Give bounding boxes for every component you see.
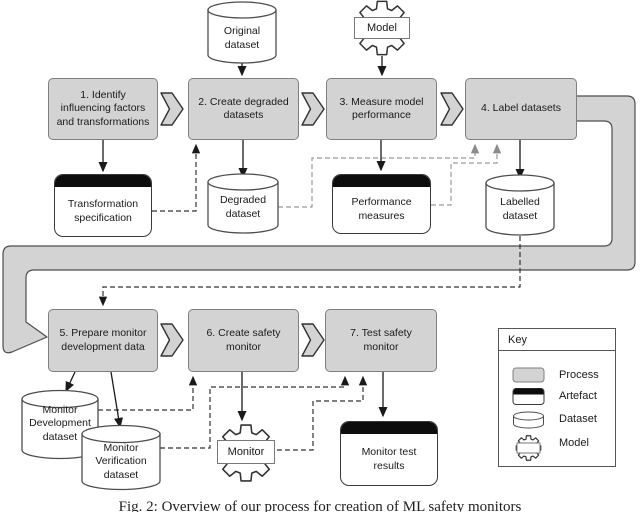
artefact-label: Performance measures (351, 196, 412, 222)
artefact-transformation-specification: Transformation specification (54, 174, 152, 237)
model-tag: Model (354, 17, 410, 39)
dashed-labelled-dataset-to-p5 (98, 236, 521, 307)
flow-pipe-4-to-5 (2, 95, 636, 354)
artefact-monitor-test-results: Monitor test results (340, 421, 438, 486)
cylinder-labelled-dataset (485, 174, 555, 236)
dashed-degraded-dataset-to-p4 (278, 143, 480, 208)
chevron-2-3 (301, 92, 325, 126)
artefact-top-bar (55, 175, 151, 187)
artefact-performance-measures: Performance measures (332, 174, 431, 234)
cylinder-original-dataset (207, 1, 277, 64)
dashed-performance-measures-to-p4 (431, 143, 502, 206)
key-title: Key (499, 329, 615, 351)
chevron-1-2 (160, 92, 184, 126)
artefact-top-bar (341, 422, 437, 434)
key-item-artefact: Artefact (499, 387, 615, 409)
artefact-top-bar (333, 175, 430, 187)
process-3-measure-model-performance: 3. Measure model performance (326, 78, 437, 140)
process-1-identify-influencing-factors: 1. Identify influencing factors and tran… (48, 78, 158, 140)
label-original-dataset: Original dataset (223, 25, 261, 51)
chevron-5-6 (160, 323, 184, 357)
dataset-swatch-icon (513, 411, 544, 429)
process-5-prepare-monitor-development-data: 5. Prepare monitor development data (48, 309, 158, 372)
model-swatch-icon (515, 435, 542, 461)
cylinder-degraded-dataset (207, 173, 279, 234)
artefact-label: Monitor test results (361, 445, 417, 472)
key-item-process: Process (499, 366, 615, 388)
key-item-label: Process (559, 369, 599, 381)
legend-key: Key Process Artefact Dataset (498, 328, 616, 467)
process-swatch-icon (512, 367, 545, 383)
chevron-3-4 (440, 92, 464, 126)
figure-caption: Fig. 2: Overview of our process for crea… (118, 499, 522, 512)
arrow-p5-to-monitor-verif (110, 371, 124, 429)
process-7-test-safety-monitor: 7. Test safety monitor (325, 309, 437, 372)
process-2-create-degraded-datasets: 2. Create degraded datasets (188, 78, 299, 140)
dashed-monitor-to-p7 (277, 375, 368, 451)
label-degraded-dataset: Degraded dataset (219, 194, 267, 220)
key-item-label: Model (559, 437, 589, 449)
process-4-label-datasets: 4. Label datasets (465, 78, 577, 140)
label-monitor-development-dataset: Monitor Development dataset (29, 403, 91, 443)
arrow-p5-to-monitor-dev (65, 371, 76, 393)
label-labelled-dataset: Labelled dataset (500, 196, 540, 222)
artefact-swatch-icon (512, 388, 545, 405)
artefact-label: Transformation specification (67, 197, 139, 224)
process-6-create-safety-monitor: 6. Create safety monitor (188, 309, 299, 372)
cylinder-monitor-development-dataset (21, 389, 99, 460)
dashed-transformation-spec-to-p2 (152, 143, 201, 212)
chevron-6-7 (301, 323, 325, 357)
label-monitor-verification-dataset: Monitor Verification dataset (95, 441, 147, 481)
key-item-label: Artefact (559, 390, 597, 402)
key-item-label: Dataset (559, 413, 597, 425)
dashed-monitor-verif-dataset-to-p7 (160, 375, 350, 449)
key-item-dataset: Dataset (499, 410, 615, 432)
monitor-tag: Monitor (217, 440, 275, 464)
key-item-model: Model (499, 434, 615, 461)
dashed-monitor-dev-dataset-to-p6 (98, 375, 198, 411)
cylinder-monitor-verification-dataset (81, 424, 161, 491)
